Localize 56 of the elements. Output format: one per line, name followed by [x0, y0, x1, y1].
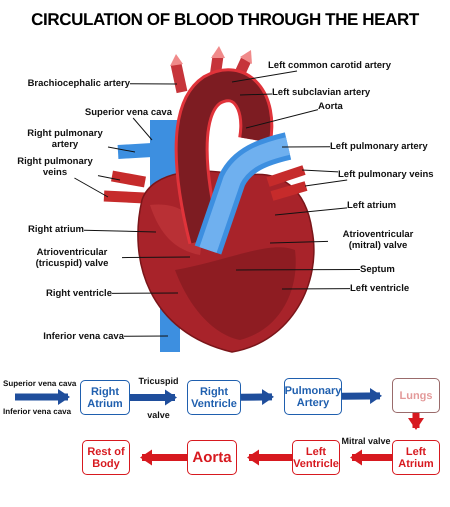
- part-label: Right pulmonary artery: [22, 128, 108, 150]
- leader-line: [302, 170, 338, 172]
- part-label: Left pulmonary artery: [330, 141, 428, 152]
- part-label: Left atrium: [347, 200, 396, 211]
- arrow: [140, 450, 187, 466]
- part-label: Aorta: [318, 101, 343, 112]
- arrow: [130, 390, 177, 406]
- part-label: Right atrium: [28, 224, 84, 235]
- diagram-title: CIRCULATION OF BLOOD THROUGH THE HEART: [30, 10, 420, 30]
- part-label: Atrioventricular (mitral) valve: [328, 229, 428, 251]
- part-label: Right ventricle: [46, 288, 112, 299]
- leader-line: [240, 94, 272, 96]
- leader-line: [246, 109, 318, 128]
- leader-line: [304, 180, 348, 186]
- leader-line: [282, 146, 330, 148]
- leader-line: [236, 269, 360, 270]
- flow-label: Inferior vena cava: [3, 406, 72, 417]
- part-label: Brachiocephalic artery: [28, 78, 130, 89]
- process-box: Aorta: [187, 440, 237, 475]
- part-label: Right pulmonary veins: [12, 156, 98, 178]
- part-label: Inferior vena cava: [43, 331, 124, 342]
- leader-line: [282, 288, 350, 290]
- part-label: Superior vena cava: [84, 107, 172, 118]
- part-label: Septum: [360, 264, 395, 275]
- edge-label: Tricuspid valve: [137, 374, 180, 422]
- leader-line: [124, 336, 168, 337]
- edge-label: Mitral valve: [341, 434, 391, 448]
- arrow: [15, 389, 70, 405]
- process-box: Right Atrium: [80, 380, 130, 415]
- arrow: [342, 388, 382, 404]
- leader-line: [232, 70, 298, 82]
- flow-label: Superior vena cava: [3, 378, 76, 389]
- arrow: [247, 450, 292, 466]
- leader-line: [98, 175, 120, 180]
- process-box: Lungs: [392, 378, 440, 413]
- part-label: Left ventricle: [350, 283, 410, 294]
- leader-line: [74, 178, 108, 198]
- process-box: Pulmonary Artery: [284, 378, 342, 415]
- leader-line: [108, 146, 136, 152]
- leader-line: [130, 83, 178, 84]
- process-box: Right Ventricle: [187, 380, 241, 415]
- arrow: [408, 413, 424, 430]
- leader-line: [112, 292, 178, 294]
- part-label: Atrioventricular (tricuspid) valve: [22, 247, 122, 269]
- process-box: Left Atrium: [392, 440, 440, 475]
- leader-line: [122, 256, 190, 258]
- arrow: [350, 450, 392, 466]
- part-label: Left subclavian artery: [272, 87, 370, 98]
- leader-line: [132, 118, 152, 140]
- part-label: Left common carotid artery: [268, 60, 391, 71]
- process-box: Left Ventricle: [292, 440, 340, 475]
- part-label: Left pulmonary veins: [338, 169, 434, 180]
- arrow: [240, 389, 274, 406]
- process-box: Rest of Body: [82, 440, 130, 475]
- leader-line: [84, 230, 156, 232]
- leader-line: [274, 207, 348, 216]
